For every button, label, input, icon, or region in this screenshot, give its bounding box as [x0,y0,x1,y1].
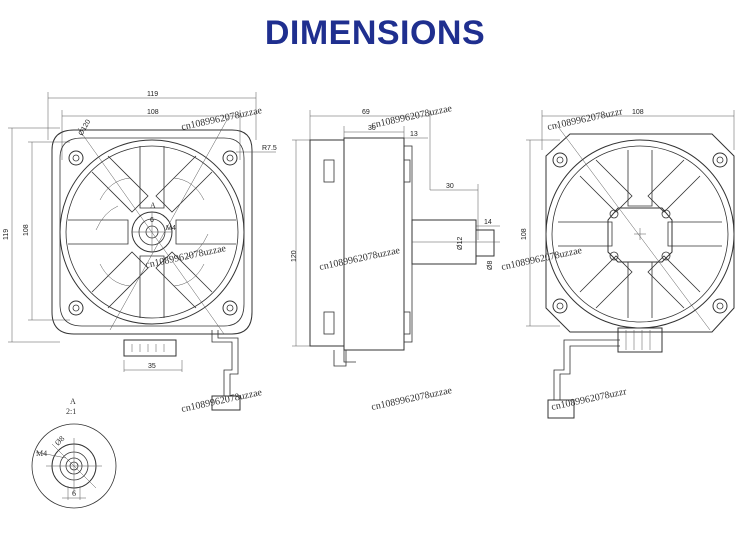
back-view: 108 108 [521,109,735,419]
dim-phi8-label: Ø8 [487,261,494,270]
dim-phi120-label: Ø120 [78,119,93,137]
dim-120-vertical: 120 [291,250,298,262]
detail-dim-6: 6 [72,489,76,498]
dim-m4-label: M4 [166,225,176,232]
watermark-text: cn1089962078uzzae [370,103,453,131]
dim-108-vertical: 108 [23,224,30,236]
dim-13-label: 13 [410,131,418,138]
dim-35-label: 35 [148,363,156,370]
detail-view-a: A 2:1 Ø8 M4 6 [31,397,117,509]
watermark-text: cn1089962078uzzr [550,386,628,413]
front-view: 119 108 119 108 [3,91,277,411]
detail-label-a: A [70,397,76,406]
dim-30a-label: 30 [368,125,376,132]
dim-119-vertical: 119 [3,229,10,240]
dim-119-label: 119 [147,91,158,98]
detail-a-marker: A [150,201,156,210]
dim-108-label: 108 [147,109,159,116]
side-view: 69 30 13 30 14 120 Ø12 Ø8 [291,109,500,367]
watermark-text: cn1089962078uzzae [318,245,401,273]
dim-14-label: 14 [484,219,492,226]
watermark-text: cn1089962078uzzae [500,245,583,273]
watermark-layer: cn1089962078uzzae cn1089962078uzzae cn10… [144,103,628,415]
watermark-text: cn1089962078uzzae [144,243,227,271]
dim-30b-label: 30 [446,183,454,190]
dim-6-label: 6 [150,217,154,224]
back-dim-108-vertical: 108 [521,228,528,240]
watermark-text: cn1089962078uzzae [180,387,263,415]
back-dim-108-label: 108 [632,109,644,116]
watermark-text: cn1089962078uzzae [370,385,453,413]
dim-phi12-label: Ø12 [457,237,464,250]
detail-dim-m4: M4 [36,449,47,458]
page-title: DIMENSIONS [264,14,486,52]
dim-r75-label: R7.5 [262,145,277,152]
detail-scale: 2:1 [66,407,76,416]
detail-dim-phi8: Ø8 [53,434,66,447]
watermark-text: cn1089962078uzzr [546,106,624,133]
dim-69-label: 69 [362,109,370,116]
